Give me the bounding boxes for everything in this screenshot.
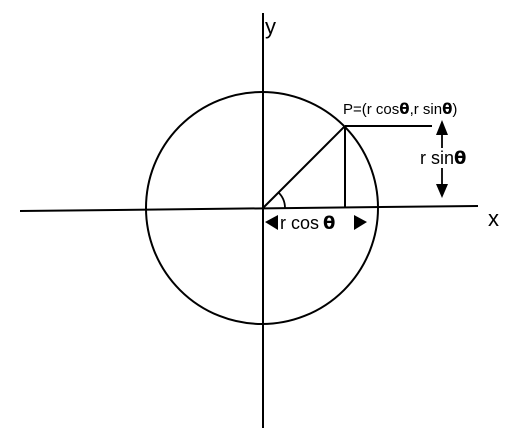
theta-angle-arc: [277, 191, 286, 209]
y-axis-label: y: [265, 14, 276, 39]
theta-symbol: θ: [323, 213, 335, 234]
x-axis-label: x: [488, 206, 499, 231]
r-sin-theta-label: r sinθ: [420, 148, 466, 169]
down-arrowhead-icon: [436, 184, 448, 198]
right-arrowhead-icon: [354, 215, 367, 230]
radius-line: [262, 125, 346, 209]
unit-circle: [145, 91, 379, 325]
vertical-measure-arrow: [436, 120, 448, 198]
theta-symbol: θ: [442, 100, 452, 118]
point-label-middle: ,r sin: [410, 101, 443, 118]
point-p-label: P=(r cosθ,r sinθ): [343, 100, 457, 118]
theta-symbol: θ: [454, 148, 466, 169]
point-label-suffix: ): [452, 101, 457, 118]
theta-symbol: θ: [399, 100, 409, 118]
horizontal-measure-arrow: [265, 215, 367, 230]
point-label-prefix: P=(r cos: [343, 101, 399, 118]
left-arrowhead-icon: [265, 215, 278, 230]
r-sin-text: r sin: [420, 148, 454, 168]
r-cos-text: r cos: [280, 213, 319, 233]
up-arrowhead-icon: [436, 120, 448, 135]
x-axis: [19, 205, 479, 212]
